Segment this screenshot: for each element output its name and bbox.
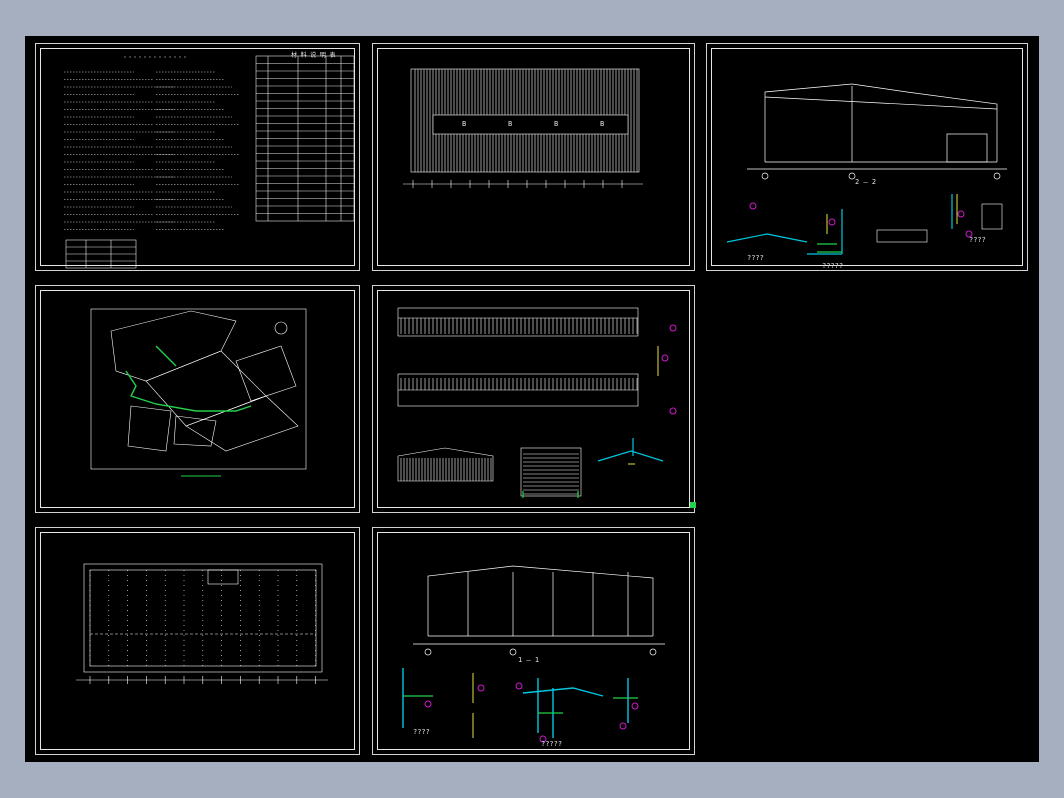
roof-plan-graphic xyxy=(403,68,643,188)
site-plan-graphic xyxy=(90,308,307,477)
cad-drawing-canvas[interactable]: 材 料 说 明 表 B B B B xyxy=(25,36,1039,762)
detail-caption-2: ????? xyxy=(822,262,844,270)
sheet-section-2-2[interactable]: 2 — 2 ???? ????? ???? xyxy=(706,43,1028,271)
foundation-plan-graphic xyxy=(76,563,328,684)
detail-caption-4: ???? xyxy=(413,728,430,736)
sheet-roof-plan[interactable]: B B B B xyxy=(372,43,695,271)
sheet-border xyxy=(377,48,690,266)
snap-point-marker[interactable] xyxy=(690,502,696,508)
detail-caption-1: ???? xyxy=(747,254,764,262)
elevations-graphic xyxy=(397,307,677,498)
sheet-site-plan[interactable] xyxy=(35,285,360,513)
section-2-2-graphic xyxy=(726,83,1007,255)
detail-caption-5: ????? xyxy=(541,740,563,748)
sheet-border xyxy=(40,532,355,750)
notes-text-graphic xyxy=(64,55,355,269)
sheet-border xyxy=(40,290,355,508)
sheet-border xyxy=(40,48,355,266)
sheet-border xyxy=(377,290,690,508)
sheet-section-1-1[interactable]: 1 — 1 ???? ????? xyxy=(372,527,695,755)
sheet-border xyxy=(377,532,690,750)
roof-label-b4: B xyxy=(600,120,605,128)
roof-label-b3: B xyxy=(554,120,559,128)
roof-label-b2: B xyxy=(508,120,513,128)
roof-label-b1: B xyxy=(462,120,467,128)
sheet-general-notes[interactable]: 材 料 说 明 表 xyxy=(35,43,360,271)
section-2-2-label: 2 — 2 xyxy=(855,178,877,186)
sheet-foundation-plan[interactable] xyxy=(35,527,360,755)
detail-caption-3: ???? xyxy=(969,236,986,244)
sheet-border xyxy=(711,48,1023,266)
notes-table-title: 材 料 说 明 表 xyxy=(291,52,336,59)
section-1-1-label: 1 — 1 xyxy=(518,656,540,664)
sheet-elevations[interactable] xyxy=(372,285,695,513)
section-1-1-graphic xyxy=(402,565,665,743)
